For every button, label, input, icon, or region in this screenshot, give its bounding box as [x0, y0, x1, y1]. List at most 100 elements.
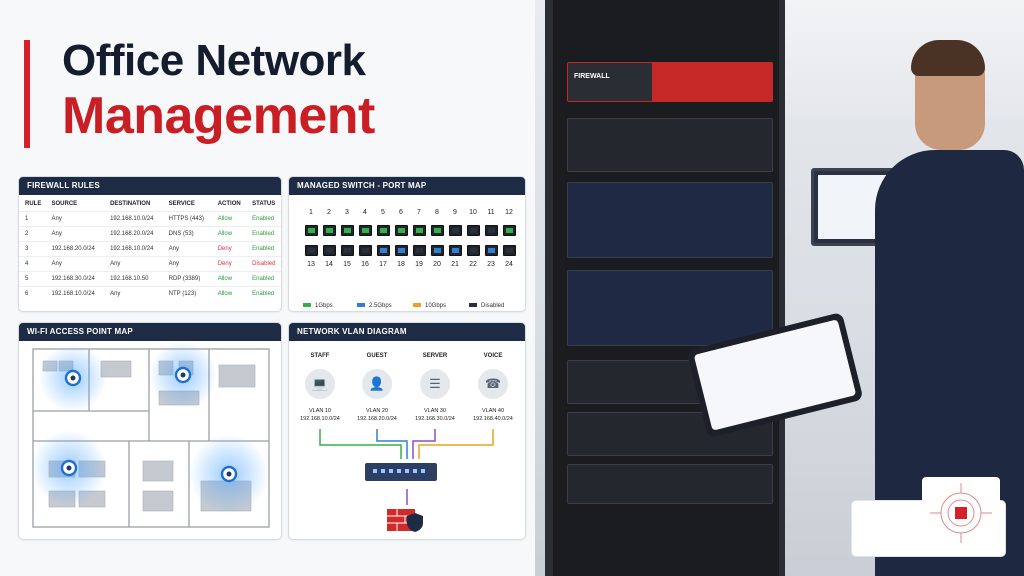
- port-number: 13: [307, 261, 315, 268]
- fw-col-header: DESTINATION: [110, 201, 151, 207]
- fw-cell-source: 192.168.30.0/24: [45, 271, 105, 287]
- switch-port-map-header: MANAGED SWITCH - PORT MAP: [289, 177, 525, 195]
- fw-col-header: ACTION: [217, 201, 241, 207]
- port-status-light: [308, 228, 315, 233]
- fw-cell-status: Disabled: [246, 256, 281, 272]
- fw-cell-action: Deny: [211, 256, 247, 272]
- patch-panel-2: [567, 270, 773, 346]
- switch-port[interactable]: [323, 245, 336, 256]
- port-number: 1: [309, 209, 313, 216]
- switch-port[interactable]: [467, 245, 480, 256]
- patch-panel-1: [567, 182, 773, 258]
- switch-port[interactable]: [341, 245, 354, 256]
- server-rack: FIREWALL: [545, 0, 785, 576]
- switch-port[interactable]: [377, 225, 390, 236]
- switch-port[interactable]: [413, 225, 426, 236]
- port-number: 9: [453, 209, 457, 216]
- port-number: 22: [469, 261, 477, 268]
- port-number: 15: [343, 261, 351, 268]
- fw-cell-rule: 1: [19, 211, 46, 227]
- vlan-group-name: SERVER: [422, 353, 448, 359]
- fw-cell-action: Allow: [211, 271, 247, 287]
- switch-port[interactable]: [341, 225, 354, 236]
- switch-port[interactable]: [359, 245, 372, 256]
- switch-port[interactable]: [503, 245, 516, 256]
- port-number: 12: [505, 209, 513, 216]
- fw-cell-source: Any: [45, 226, 105, 242]
- vlan-subnet: 192.168.20.0/24: [357, 416, 397, 422]
- port-status-light: [380, 248, 387, 253]
- switch-port[interactable]: [503, 225, 516, 236]
- fw-cell-service: NTP (123): [162, 286, 212, 301]
- fw-cell-dest: 192.168.20.0/24: [104, 226, 163, 242]
- fw-cell-rule: 2: [19, 226, 46, 242]
- switch-port[interactable]: [395, 225, 408, 236]
- switch-port[interactable]: [485, 245, 498, 256]
- vlan-subnet: 192.168.30.0/24: [415, 416, 455, 422]
- firewall-appliance: FIREWALL: [567, 62, 773, 102]
- title-line-1: Office Network: [62, 36, 366, 85]
- fw-cell-source: 192.168.20.0/24: [45, 241, 105, 257]
- port-status-light: [362, 228, 369, 233]
- port-status-light: [470, 228, 477, 233]
- switch-port[interactable]: [305, 245, 318, 256]
- switch-port[interactable]: [449, 245, 462, 256]
- switch-port[interactable]: [413, 245, 426, 256]
- port-status-light: [344, 248, 351, 253]
- switch-port[interactable]: [431, 225, 444, 236]
- fw-cell-action: Allow: [211, 226, 247, 242]
- vlan-group-name: GUEST: [366, 353, 388, 359]
- switch-port[interactable]: [395, 245, 408, 256]
- router-appliance: [567, 118, 773, 172]
- server-unit: [567, 464, 773, 504]
- port-number: 20: [433, 261, 441, 268]
- fw-cell-status: Enabled: [246, 286, 281, 301]
- switch-port[interactable]: [377, 245, 390, 256]
- port-status-light: [380, 228, 387, 233]
- fw-cell-dest: Any: [104, 256, 163, 272]
- legend-item: 2.5Gbps: [357, 303, 392, 309]
- fw-cell-rule: 6: [19, 286, 46, 301]
- port-number: 4: [363, 209, 367, 216]
- switch-port[interactable]: [467, 225, 480, 236]
- port-number: 21: [451, 261, 459, 268]
- legend-swatch: [413, 303, 421, 308]
- port-number: 17: [379, 261, 387, 268]
- fw-col-header: STATUS: [252, 201, 276, 207]
- switch-port[interactable]: [305, 225, 318, 236]
- switch-port[interactable]: [449, 225, 462, 236]
- port-status-light: [416, 228, 423, 233]
- vlan-diagram-panel: NETWORK VLAN DIAGRAM STAFF💻VLAN 10: [288, 322, 526, 540]
- legend-item: 1Gbps: [303, 303, 333, 309]
- switch-port[interactable]: [323, 225, 336, 236]
- wall-monitor: [811, 168, 897, 246]
- port-status-light: [362, 248, 369, 253]
- port-number: 7: [417, 209, 421, 216]
- legend-label: Disabled: [481, 303, 505, 309]
- legend-label: 2.5Gbps: [369, 303, 392, 309]
- firewall-icon: [387, 509, 423, 532]
- port-number: 23: [487, 261, 495, 268]
- fw-col-header: RULE: [25, 201, 42, 207]
- legend-item: Disabled: [469, 303, 504, 309]
- port-number: 19: [415, 261, 423, 268]
- switch-port[interactable]: [431, 245, 444, 256]
- switch-port[interactable]: [359, 225, 372, 236]
- vlan-id: VLAN 30: [423, 408, 446, 414]
- port-status-light: [398, 228, 405, 233]
- legend-swatch: [469, 303, 477, 308]
- port-status-light: [326, 228, 333, 233]
- port-status-light: [488, 248, 495, 253]
- switch-port[interactable]: [485, 225, 498, 236]
- legend-label: 1Gbps: [315, 303, 333, 309]
- chip-logo: [922, 477, 1000, 549]
- fw-cell-dest: Any: [104, 286, 163, 301]
- port-status-light: [470, 248, 477, 253]
- vlan-subnet: 192.168.10.0/24: [300, 416, 340, 422]
